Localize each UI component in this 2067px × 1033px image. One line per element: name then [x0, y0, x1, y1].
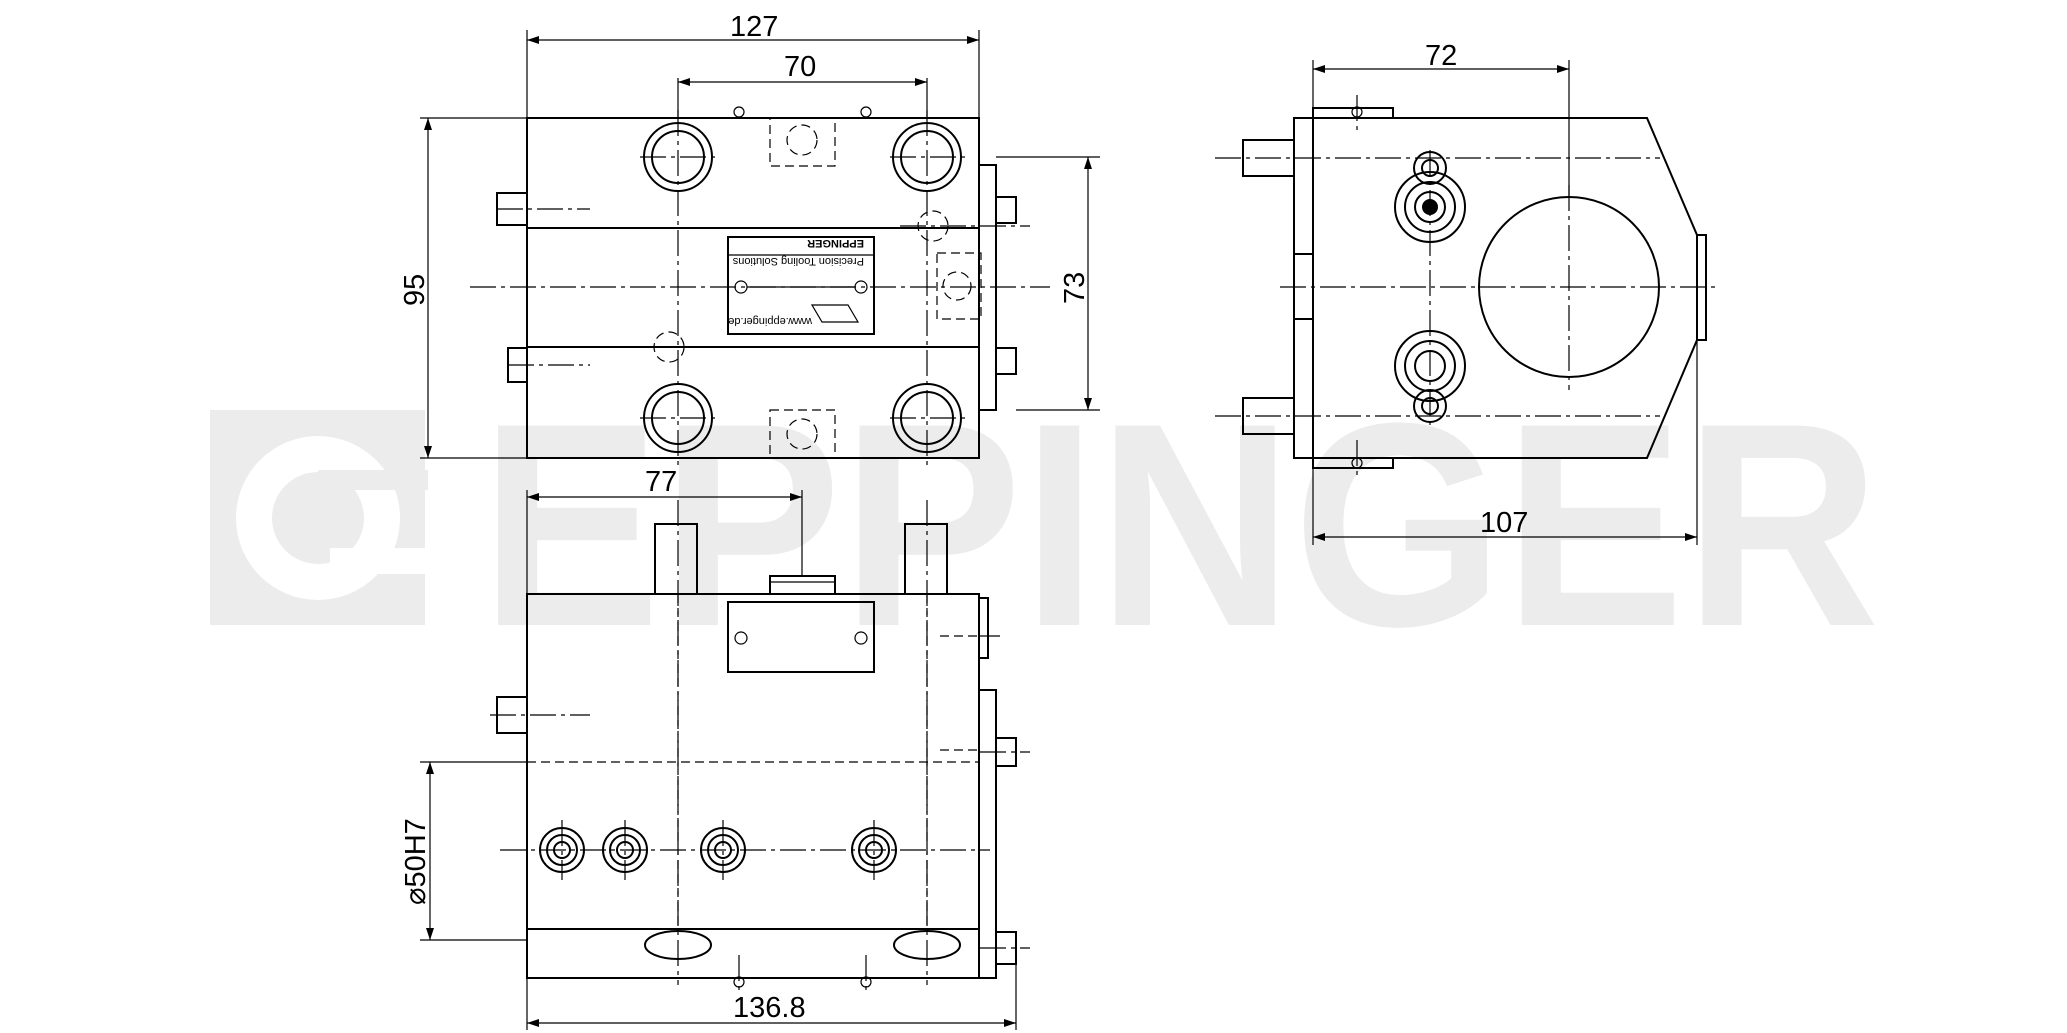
nameplate-url: www.eppinger.de	[728, 315, 813, 327]
top-view: www.eppinger.de EPPINGER Precision Tooli…	[399, 11, 1100, 470]
front-view: 77 ⌀50H7 136.8	[400, 466, 1030, 1030]
dim-front-total-width: 136.8	[733, 992, 806, 1024]
watermark-text: EPPINGER	[480, 363, 1880, 687]
dim-front-bore: ⌀50H7	[400, 818, 432, 905]
dim-front-offset: 77	[645, 466, 677, 498]
dim-top-bore-spacing: 70	[784, 51, 816, 83]
dim-top-height: 95	[399, 274, 431, 306]
watermark: EPPINGER	[210, 363, 1880, 687]
nameplate-brand: EPPINGER	[807, 237, 864, 249]
dim-top-pin-span: 73	[1059, 272, 1091, 304]
dim-side-width: 72	[1425, 40, 1457, 72]
nameplate: www.eppinger.de EPPINGER Precision Tooli…	[727, 236, 875, 335]
eppinger-logo-icon	[210, 410, 430, 625]
side-view: 72 107	[1215, 40, 1715, 545]
nameplate-tagline: Precision Tooling Solutions	[732, 255, 864, 267]
dim-top-width: 127	[730, 11, 778, 43]
dim-side-total-width: 107	[1480, 507, 1528, 539]
